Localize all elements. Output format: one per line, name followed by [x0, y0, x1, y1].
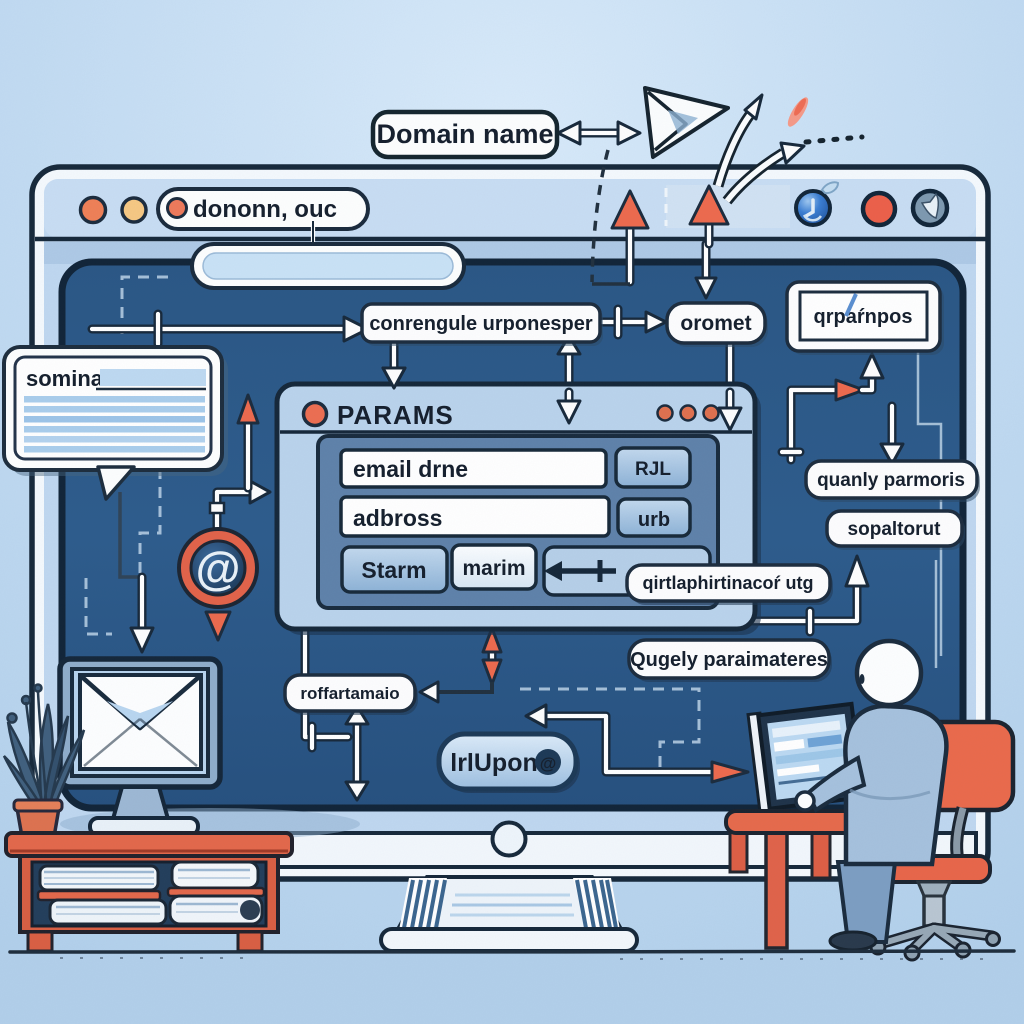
- svg-text:@: @: [540, 754, 557, 773]
- svg-text:oromet: oromet: [680, 312, 751, 335]
- svg-text:somina: somina: [26, 366, 104, 391]
- svg-text:PARAMS: PARAMS: [337, 400, 454, 430]
- svg-text:adbross: adbross: [353, 505, 442, 531]
- svg-text:lrlUpon: lrlUpon: [450, 749, 538, 777]
- svg-text:quanly parmoris: quanly parmoris: [817, 470, 965, 491]
- svg-text:Starm: Starm: [361, 557, 426, 583]
- svg-text:dononn, ouc: dononn, ouc: [193, 196, 337, 223]
- svg-text:qrpaŕnpos: qrpaŕnpos: [814, 306, 913, 328]
- svg-text:Domain name: Domain name: [376, 119, 553, 149]
- svg-text:qirtlaphirtinacoŕ utg: qirtlaphirtinacoŕ utg: [643, 573, 814, 593]
- svg-text:marim: marim: [462, 557, 525, 580]
- svg-text:RJL: RJL: [635, 459, 671, 480]
- svg-text:urb: urb: [638, 509, 670, 531]
- svg-text:conrengule urponesper: conrengule urponesper: [369, 313, 593, 335]
- svg-text:@: @: [196, 542, 241, 594]
- svg-text:email drne: email drne: [353, 456, 468, 482]
- svg-text:Qugely paraimateres: Qugely paraimateres: [630, 649, 828, 671]
- svg-text:sopaltorut: sopaltorut: [848, 519, 942, 540]
- svg-text:roffartamaio: roffartamaio: [300, 684, 399, 703]
